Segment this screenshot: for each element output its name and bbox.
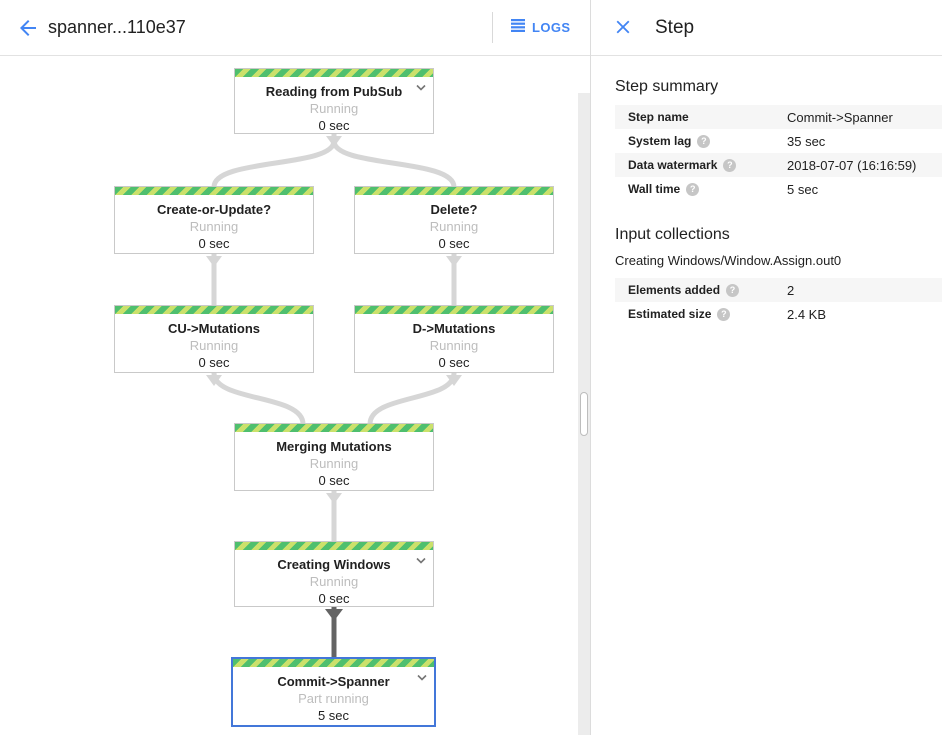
help-icon[interactable]: ?: [697, 134, 711, 148]
node-status: Running: [429, 219, 479, 234]
node-status: Running: [189, 219, 239, 234]
graph-node-create-or-update[interactable]: Create-or-Update? Running 0 sec: [114, 186, 314, 254]
logs-list-icon: [510, 18, 526, 37]
logs-button-label: LOGS: [532, 20, 571, 35]
node-title: Delete?: [430, 202, 478, 217]
node-time: 0 sec: [318, 118, 350, 133]
row-label: Step name: [628, 110, 689, 124]
running-stripe: [355, 306, 553, 314]
row-value: 35 sec: [787, 133, 826, 149]
row-label: Elements added ?: [615, 283, 787, 297]
job-title: spanner...110e37: [48, 17, 186, 37]
row-value: 2.4 KB: [787, 306, 827, 322]
job-graph-canvas[interactable]: Reading from PubSub Running 0 sec Create…: [0, 56, 590, 735]
step-summary-table: Step name Commit->Spanner System lag ? 3…: [615, 105, 942, 201]
help-icon[interactable]: ?: [717, 307, 731, 321]
node-time: 0 sec: [438, 355, 470, 370]
row-value: Commit->Spanner: [787, 109, 893, 125]
node-title: CU->Mutations: [167, 321, 261, 336]
graph-scrollbar-track[interactable]: [578, 93, 590, 735]
top-bar: spanner...110e37 LOGS: [0, 0, 590, 56]
step-panel-header: Step: [591, 0, 942, 56]
running-stripe: [115, 306, 313, 314]
node-title: Reading from PubSub: [265, 84, 403, 99]
step-details-panel: Step Step summary Step name Commit->Span…: [591, 0, 942, 735]
row-value: 5 sec: [787, 181, 819, 197]
node-time: 0 sec: [198, 355, 230, 370]
graph-node-d-mutations[interactable]: D->Mutations Running 0 sec: [354, 305, 554, 373]
table-row: Estimated size ? 2.4 KB: [615, 302, 942, 326]
running-stripe: [115, 187, 313, 195]
row-value: 2: [787, 282, 795, 298]
node-status: Running: [309, 456, 359, 471]
topbar-divider: [492, 12, 493, 43]
table-row: Wall time ? 5 sec: [615, 177, 942, 201]
table-row: System lag ? 35 sec: [615, 129, 942, 153]
node-status: Running: [309, 574, 359, 589]
row-label: Wall time ?: [615, 182, 787, 196]
table-row: Step name Commit->Spanner: [615, 105, 942, 129]
node-title: D->Mutations: [412, 321, 496, 336]
node-title: Creating Windows: [277, 557, 391, 572]
node-status: Running: [309, 101, 359, 116]
node-title: Commit->Spanner: [277, 674, 390, 689]
graph-edges: [206, 131, 462, 658]
node-title: Merging Mutations: [276, 439, 392, 454]
graph-node-cu-mutations[interactable]: CU->Mutations Running 0 sec: [114, 305, 314, 373]
node-time: 0 sec: [318, 591, 350, 606]
table-row: Data watermark ? 2018-07-07 (16:16:59): [615, 153, 942, 177]
graph-node-commit-spanner[interactable]: Commit->Spanner Part running 5 sec: [231, 657, 436, 727]
node-time: 0 sec: [198, 236, 230, 251]
row-label: System lag ?: [615, 134, 787, 148]
input-collections-table: Elements added ? 2 Estimated size ? 2.4 …: [615, 278, 942, 326]
logs-button[interactable]: LOGS: [510, 0, 570, 55]
node-time: 5 sec: [317, 708, 350, 723]
chevron-down-icon[interactable]: [415, 557, 427, 564]
input-collection-name: Creating Windows/Window.Assign.out0: [615, 253, 842, 268]
table-row: Elements added ? 2: [615, 278, 942, 302]
help-icon[interactable]: ?: [686, 182, 700, 196]
row-label: Data watermark ?: [615, 158, 787, 172]
node-status: Running: [429, 338, 479, 353]
chevron-down-icon[interactable]: [416, 674, 428, 681]
node-status: Part running: [298, 691, 369, 706]
help-icon[interactable]: ?: [723, 158, 737, 172]
running-stripe: [235, 69, 433, 77]
graph-node-merging-mutations[interactable]: Merging Mutations Running 0 sec: [234, 423, 434, 491]
node-title: Create-or-Update?: [156, 202, 272, 217]
step-summary-heading: Step summary: [615, 78, 719, 95]
node-time: 0 sec: [318, 473, 350, 488]
running-stripe: [235, 424, 433, 432]
node-time: 0 sec: [438, 236, 470, 251]
help-icon[interactable]: ?: [726, 283, 740, 297]
panel-divider: [590, 0, 591, 735]
row-value: 2018-07-07 (16:16:59): [787, 157, 917, 173]
row-label: Estimated size ?: [615, 307, 787, 321]
panel-title: Step: [655, 17, 695, 38]
edge-arrow-dark: [325, 609, 343, 621]
graph-node-delete[interactable]: Delete? Running 0 sec: [354, 186, 554, 254]
back-arrow-icon[interactable]: [16, 16, 40, 40]
input-collections-heading: Input collections: [615, 226, 730, 243]
graph-node-creating-windows[interactable]: Creating Windows Running 0 sec: [234, 541, 434, 607]
graph-scrollbar-thumb[interactable]: [580, 392, 588, 436]
step-panel-body: Step summary Step name Commit->Spanner S…: [591, 78, 942, 326]
running-stripe: [235, 542, 433, 550]
chevron-down-icon[interactable]: [415, 84, 427, 91]
node-status: Running: [189, 338, 239, 353]
graph-node-reading-from-pubsub[interactable]: Reading from PubSub Running 0 sec: [234, 68, 434, 134]
running-stripe: [355, 187, 553, 195]
close-icon[interactable]: [612, 16, 634, 38]
running-stripe: [233, 659, 434, 667]
